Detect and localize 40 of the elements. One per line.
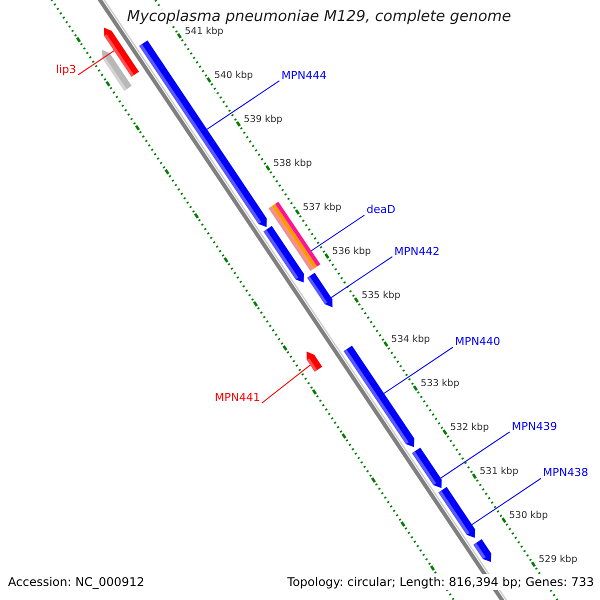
gene-label: lip3 [56, 62, 76, 76]
genome-summary-text: Topology: circular; Length: 816,394 bp; Genes: 733 [285, 574, 596, 590]
gene-feature [268, 202, 320, 271]
accession-text: Accession: NC_000912 [8, 574, 144, 590]
scale-label: 536 kbp [332, 246, 371, 257]
gene-label: MPN444 [281, 68, 327, 82]
scale-label: 534 kbp [391, 334, 430, 345]
gene-feature [344, 346, 414, 448]
scale-label: 535 kbp [362, 290, 400, 301]
scale-label: 533 kbp [420, 378, 460, 389]
gene-feature [139, 40, 267, 228]
leader-line [261, 364, 311, 404]
leader-line [440, 431, 510, 479]
gene-label: MPN438 [542, 466, 588, 480]
leader-line [384, 346, 454, 394]
gene-feature [438, 486, 476, 538]
gene-label: MPN439 [512, 420, 558, 433]
scale-label: 539 kbp [244, 114, 282, 125]
gene-label: MPN440 [454, 335, 500, 348]
gene-feature [307, 272, 332, 308]
scale-label: 529 kbp [538, 554, 578, 565]
scale-label: 532 kbp [450, 422, 489, 433]
leader-line [206, 80, 280, 130]
gene-feature [412, 448, 442, 488]
gene-label: MPN441 [214, 391, 260, 404]
scale-label: 531 kbp [480, 466, 518, 477]
gene-feature [306, 352, 322, 372]
leader-line [471, 478, 542, 526]
leader-line [330, 256, 393, 298]
gene-feature [473, 539, 492, 562]
scale-label: 530 kbp [509, 510, 548, 521]
gene-label: MPN442 [394, 244, 440, 258]
leader-line [78, 50, 115, 76]
gene-feature [104, 28, 139, 77]
gene-label: deaD [366, 203, 396, 216]
scale-label: 540 kbp [214, 70, 253, 81]
scale-label: 537 kbp [302, 202, 342, 213]
gene-feature [264, 226, 304, 282]
leader-line [310, 214, 365, 252]
map-title: Mycoplasma pneumoniae M129, complete genome [127, 6, 512, 26]
